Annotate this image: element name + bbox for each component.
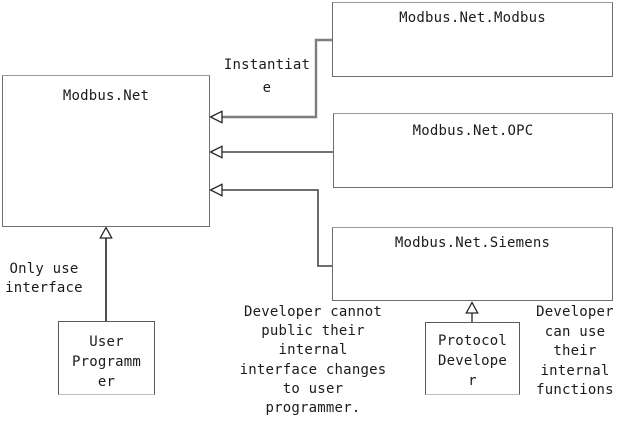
class-box-modbus-net-opc: Modbus.Net.OPC (333, 113, 613, 188)
annotation-only-use-interface: Only use interface (5, 261, 83, 296)
class-box-modbus-net-siemens: Modbus.Net.Siemens (332, 227, 613, 301)
actor-box-protocol-developer-label: Protocol Develope r (437, 333, 508, 389)
connector-opc-to-main (209, 145, 333, 159)
arrowhead-left-icon (209, 110, 223, 124)
connector-protocol-developer-to-siemens (465, 301, 479, 322)
arrowhead-up-icon (99, 226, 113, 239)
annotation-developer-can-use: Developer can use their internal functio… (536, 304, 614, 398)
class-box-modbus-net-siemens-label: Modbus.Net.Siemens (394, 235, 551, 251)
actor-box-user-programmer-label: User Programm er (71, 334, 142, 390)
class-box-modbus-net: Modbus.Net (2, 75, 210, 227)
class-box-modbus-net-label: Modbus.Net (62, 88, 150, 104)
arrowhead-left-icon (209, 145, 223, 159)
connector-siemens-to-main (209, 183, 332, 267)
class-box-modbus-net-opc-label: Modbus.Net.OPC (412, 123, 534, 139)
actor-box-user-programmer: User Programm er (58, 321, 155, 395)
annotation-instantiate: Instantiat e (223, 57, 311, 96)
connector-modbus-to-main (209, 38, 332, 124)
arrowhead-up-icon (465, 301, 479, 314)
class-box-modbus-net-modbus: Modbus.Net.Modbus (332, 2, 613, 77)
annotation-developer-cannot-public: Developer cannot public their internal i… (239, 304, 387, 417)
connector-user-programmer-to-main (99, 226, 113, 321)
class-box-modbus-net-modbus-label: Modbus.Net.Modbus (399, 10, 546, 26)
actor-box-protocol-developer: Protocol Develope r (425, 322, 520, 395)
arrowhead-left-icon (209, 183, 223, 197)
